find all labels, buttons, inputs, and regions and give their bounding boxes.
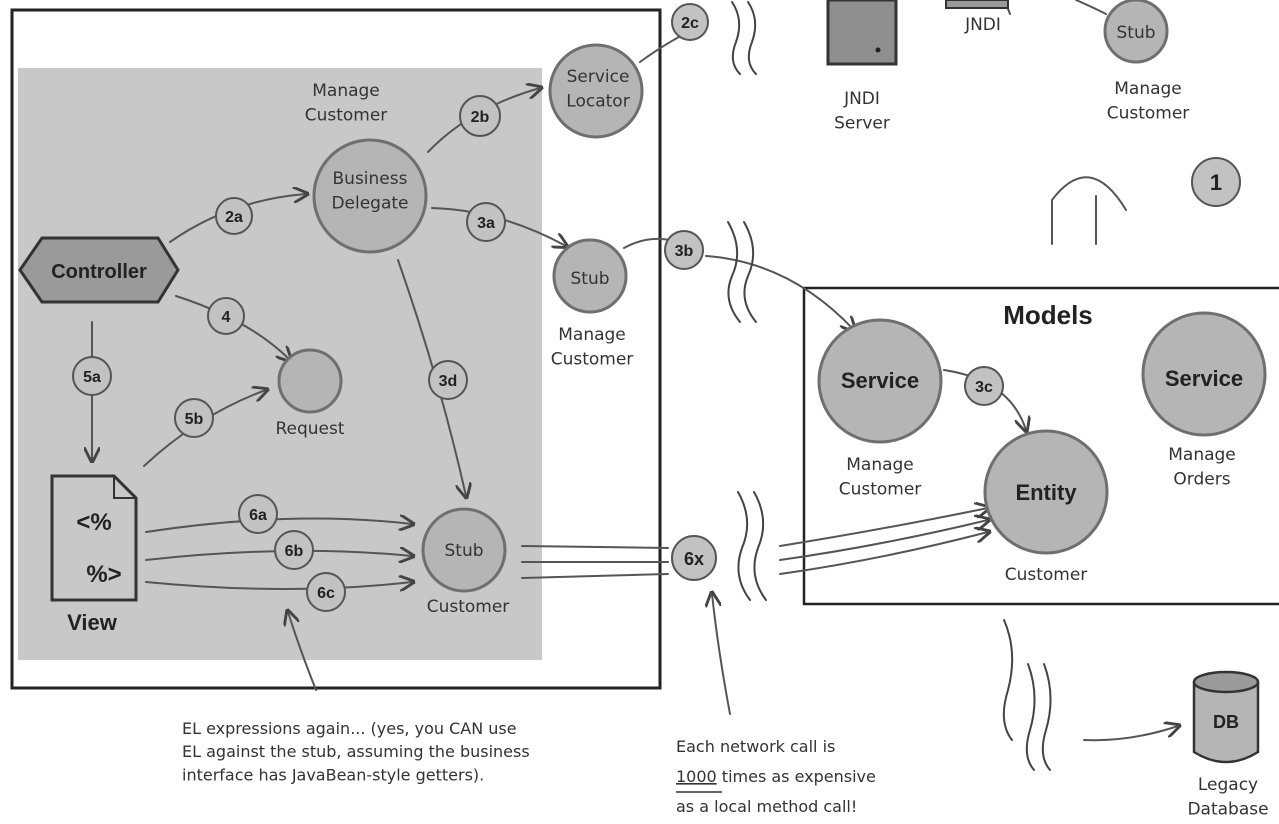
db-cylinder [1192, 670, 1260, 764]
step-6c-badge [306, 572, 346, 612]
request-label: Request [275, 419, 344, 439]
network-note-line2: times as expensive [717, 767, 876, 786]
step-3d-badge [428, 360, 468, 400]
service-customer-node [817, 318, 943, 444]
network-breaks [727, 1, 1052, 771]
arrow-view-6a [145, 519, 412, 533]
entity-node [983, 429, 1109, 555]
view-close-tag: %> [86, 561, 121, 588]
step-4-label: 4 [222, 309, 231, 326]
request-node [277, 348, 343, 414]
line-stub-top [1075, 0, 1107, 15]
network-note-line3: as a local method call! [676, 797, 857, 816]
stub-top-node [1103, 0, 1169, 64]
models-title: Models [1003, 300, 1093, 330]
arrow-stub-to-service [705, 255, 854, 330]
db-label: DB [1213, 712, 1239, 732]
el-note: EL expressions again... (yes, you CAN us… [182, 719, 530, 784]
view-document [50, 474, 138, 602]
step-2a-badge [215, 197, 253, 235]
arrow-el-note [288, 612, 317, 691]
line-stub-6x-1 [521, 545, 669, 549]
step-3a-label: 3a [477, 215, 495, 232]
arrow-view-6c [145, 582, 412, 589]
service-orders-node [1141, 311, 1267, 437]
step-1-marker [1191, 157, 1241, 207]
step-2c-label: 2c [681, 15, 699, 32]
view-open-tag: <% [76, 509, 111, 536]
step-6x-badge [671, 535, 717, 581]
service-locator-node [548, 43, 644, 139]
arrow-6x-entity-1 [779, 508, 988, 547]
step-6c-label: 6c [317, 585, 335, 602]
customer-entity-label: Customer [1005, 565, 1088, 585]
step-5a-badge [72, 356, 112, 396]
controller-label: Controller [51, 261, 147, 283]
step-2a-label: 2a [225, 209, 243, 226]
stub-mid-node [552, 238, 628, 314]
step-5a-label: 5a [83, 369, 101, 386]
step-1-label: 1 [1210, 170, 1222, 195]
step-6a-label: 6a [249, 507, 267, 524]
step-2c-badge [671, 3, 709, 41]
step-3b-badge [664, 230, 704, 270]
up-arrow-glyph [1051, 176, 1127, 245]
arrow-network-note [712, 594, 731, 715]
view-label: View [67, 610, 118, 635]
stub-mid-label: Stub [570, 269, 609, 289]
controller-node [18, 236, 180, 304]
arrow-6x-entity-2 [779, 520, 988, 561]
step-3b-label: 3b [675, 243, 694, 260]
service-customer-label: Service [841, 368, 919, 393]
stub-bottom-label: Stub [444, 541, 483, 561]
step-3a-badge [466, 202, 506, 242]
arrow-6x-entity-3 [779, 532, 988, 575]
step-3c-badge [964, 366, 1004, 406]
stub-bottom-node [421, 507, 507, 593]
step-6x-label: 6x [684, 549, 704, 569]
jndi-server-box [826, 0, 898, 66]
step-5b-label: 5b [185, 411, 204, 428]
jndi-box [945, 0, 1009, 9]
step-6a-badge [238, 494, 278, 534]
step-4-badge [207, 297, 245, 335]
network-note-line1: Each network call is [676, 737, 835, 756]
step-3d-label: 3d [439, 373, 458, 390]
business-delegate-node [312, 138, 428, 254]
line-stub-6x-3 [521, 573, 669, 579]
step-3c-label: 3c [975, 379, 993, 396]
step-6b-label: 6b [285, 543, 304, 560]
step-2b-badge [459, 95, 501, 137]
network-note: Each network call is 1000 times as expen… [676, 737, 881, 816]
web-tier-frame [10, 8, 662, 690]
entity-label: Entity [1015, 480, 1077, 505]
step-2b-label: 2b [471, 109, 490, 126]
service-orders-label: Service [1165, 366, 1243, 391]
arrow-to-db [1083, 726, 1178, 742]
jndi-label: JNDI [964, 15, 1001, 35]
view-document-fold [113, 476, 136, 499]
step-5b-badge [174, 398, 214, 438]
step-tags [72, 3, 1004, 612]
stub-top-label: Stub [1116, 23, 1155, 43]
customer-stub-label: Customer [427, 597, 510, 617]
step-6b-badge [274, 530, 314, 570]
network-note-number: 1000 [676, 767, 717, 786]
